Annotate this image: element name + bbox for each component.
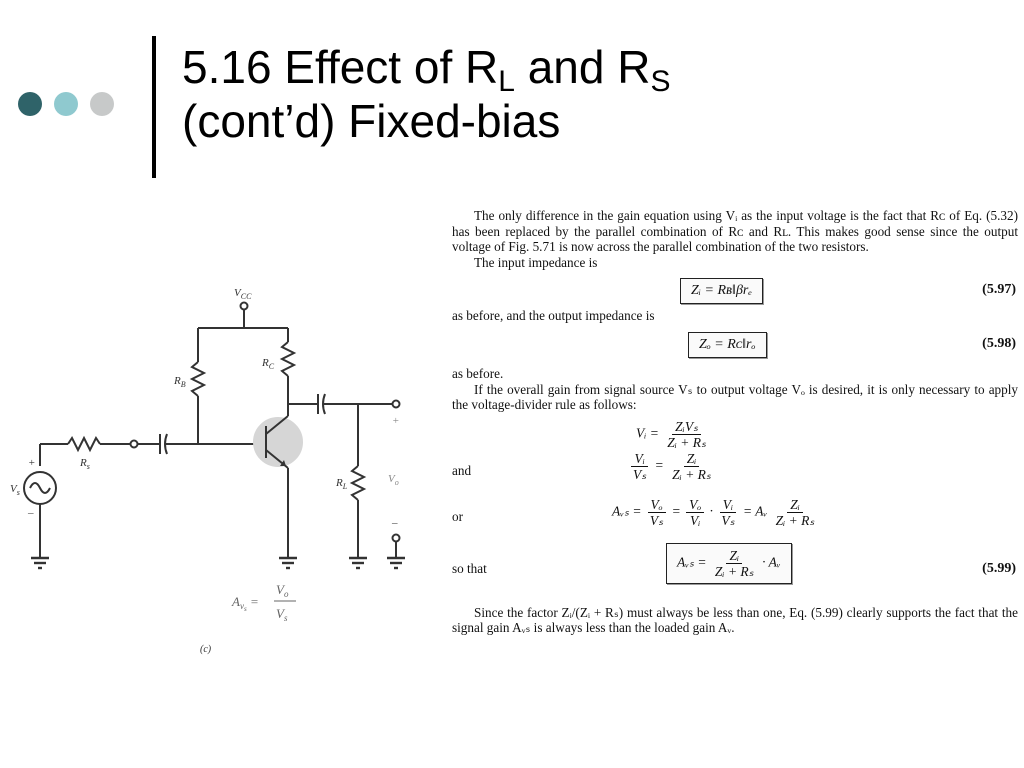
dot-gray: [90, 92, 114, 116]
or-label: or: [452, 508, 463, 524]
svg-text:RL: RL: [335, 477, 348, 491]
paragraph-4: as before.: [452, 365, 504, 381]
svg-text:Avs =: Avs =: [231, 594, 259, 613]
svg-text:Vs: Vs: [276, 606, 288, 623]
svg-text:Vs: Vs: [10, 483, 20, 497]
paragraph-5: If the overall gain from signal source V…: [452, 381, 1018, 413]
textbook-excerpt: The only difference in the gain equation…: [452, 208, 1018, 636]
svg-text:RB: RB: [173, 375, 186, 389]
svg-text:+: +: [28, 457, 35, 469]
fixed-bias-circuit-diagram: VCC RB RC Rs RL Vs Vo + – + – Avs = Vo V…: [10, 287, 405, 655]
paragraph-3: as before, and the output impedance is: [452, 308, 655, 324]
paragraph-1: The only difference in the gain equation…: [452, 208, 1018, 255]
svg-text:–: –: [27, 507, 34, 519]
slide-title: 5.16 Effect of RL and RS (cont’d) Fixed-…: [182, 41, 671, 147]
equation-5-97: Zᵢ = Rʙ‖βrₑ (5.97): [452, 270, 1018, 308]
paragraph-2: The input impedance is: [474, 254, 598, 270]
dot-dark: [18, 92, 42, 116]
equation-number-5-99: (5.99): [982, 560, 1016, 576]
title-divider: [152, 36, 156, 178]
paragraph-6: Since the factor Zᵢ/(Zᵢ + Rₛ) must alway…: [452, 604, 1018, 636]
equation-5-98: Zₒ = Rᴄ‖rₒ (5.98): [452, 324, 1018, 362]
decorative-dots: [18, 92, 114, 116]
svg-text:Vo: Vo: [388, 473, 399, 487]
svg-text:RC: RC: [261, 357, 275, 371]
svg-text:+: +: [392, 415, 399, 427]
dot-light: [54, 92, 78, 116]
and-label: and: [452, 462, 472, 478]
svg-text:Rs: Rs: [79, 457, 90, 471]
svg-text:–: –: [391, 517, 398, 529]
svg-text:VCC: VCC: [234, 287, 252, 301]
so-that-label: so that: [452, 560, 487, 576]
svg-text:(c): (c): [200, 644, 212, 655]
svg-text:Vo: Vo: [276, 582, 289, 599]
